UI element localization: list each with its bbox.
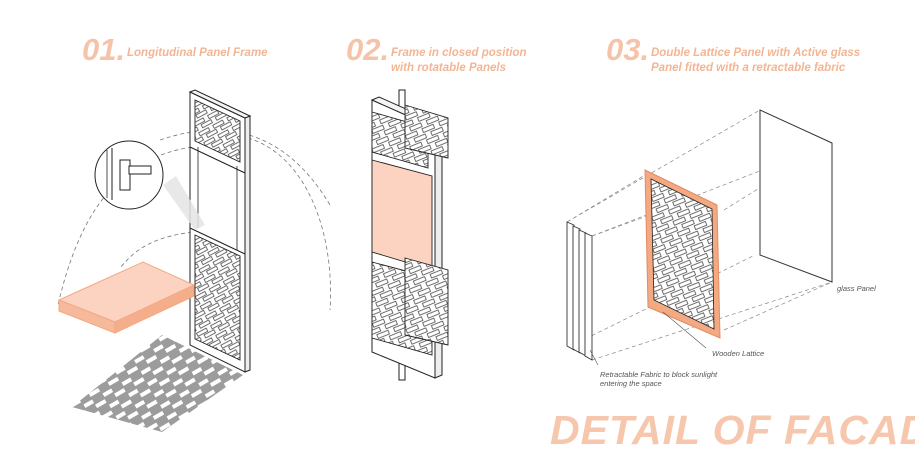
wooden-lattice-panel	[650, 178, 715, 330]
section-2-caption-line-1: Frame in closed position	[391, 47, 527, 59]
section-1-number: 01.	[82, 32, 126, 67]
double-lattice-exploded-drawing	[566, 109, 833, 366]
section-3-caption-line-1: Double Lattice Panel with Active glass	[651, 47, 861, 59]
retractable-fabric	[566, 221, 593, 361]
section-3-caption-line-2: Panel fitted with a retractable fabric	[651, 62, 846, 74]
footer-title: DETAIL OF FACADE	[550, 407, 915, 453]
lattice-shadow	[72, 335, 243, 432]
fabric-label-line-2: entering the space	[600, 379, 662, 388]
section-2-number: 02.	[346, 32, 390, 67]
section-2-caption-line-2: with rotatable Panels	[391, 62, 507, 74]
glass-panel-pink	[371, 159, 433, 271]
glass-panel-label: glass Panel	[837, 284, 876, 293]
wooden-lattice-label: Wooden Lattice	[712, 349, 765, 358]
glass-panel	[759, 109, 833, 283]
closed-frame-drawing	[370, 89, 449, 381]
section-1-caption: Longitudinal Panel Frame	[127, 47, 268, 59]
longitudinal-frame-drawing	[57, 89, 331, 432]
fabric-label-line-1: Retractable Fabric to block sunlight	[600, 370, 718, 379]
section-3-number: 03.	[606, 32, 650, 67]
